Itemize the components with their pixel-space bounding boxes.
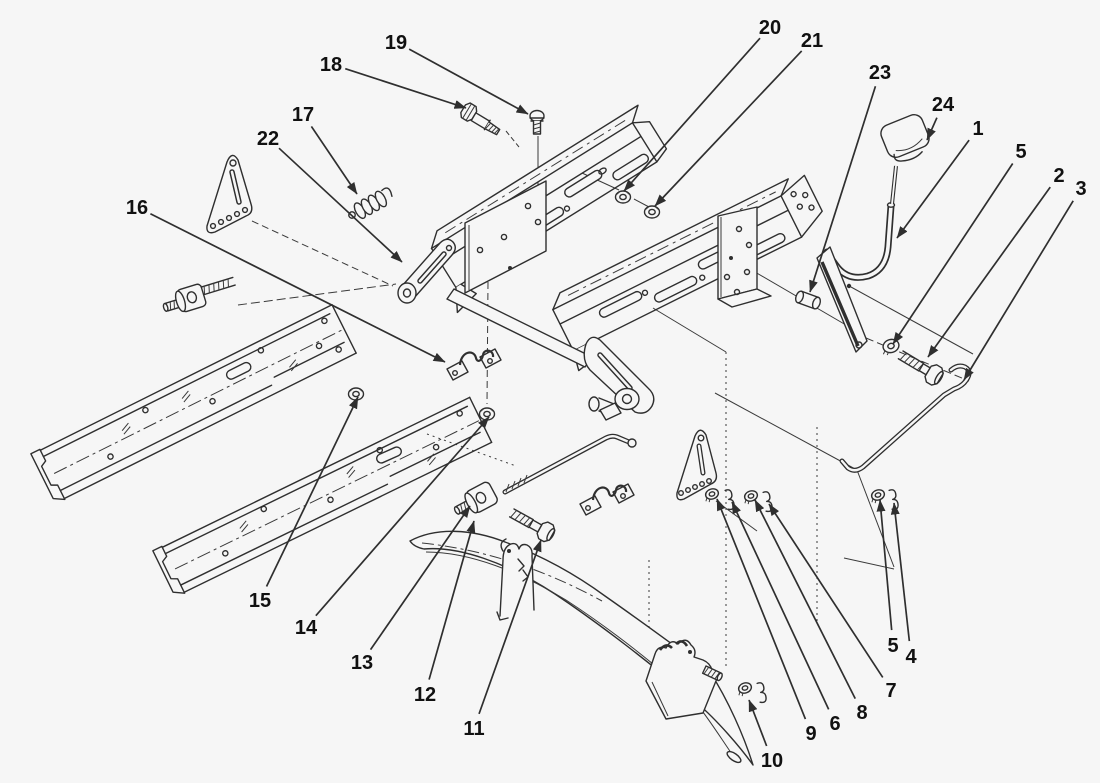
callout-number-24-knob: 24 [932, 94, 955, 116]
callout-number-10-flange-washer: 10 [761, 750, 783, 772]
callout-leader-11 [478, 539, 542, 715]
hex-nut-21 [643, 205, 661, 219]
hairpin-4 [887, 488, 900, 511]
callout-leader-19 [408, 48, 529, 115]
rod-clamp-16 [446, 348, 502, 381]
callout-leader-3 [963, 200, 1074, 381]
callout-leader-12 [428, 520, 476, 680]
callout-leader-24 [926, 117, 938, 141]
callout-number-1-lever-rod: 1 [972, 118, 983, 140]
callout-number-18-shoulder-bolt: 18 [320, 54, 342, 76]
callout-leader-16 [150, 212, 446, 363]
callout-leader-23 [809, 86, 877, 293]
callout-number-7-hairpin-clip: 7 [885, 680, 896, 702]
callout-number-20-hex-nut: 20 [759, 17, 781, 39]
callout-leader-5 [876, 499, 893, 631]
callout-number-2-hex-bolt: 2 [1053, 165, 1064, 187]
callout-leader-7 [768, 503, 884, 678]
spring [348, 187, 393, 220]
callout-leader-9 [716, 498, 807, 720]
callout-leader-18 [344, 67, 467, 109]
callout-leader-2 [927, 186, 1051, 358]
anchor-plate-left [464, 180, 547, 294]
callout-number-9-flange-washer: 9 [805, 723, 816, 745]
rod-clamp-14 [579, 483, 635, 516]
sector-bracket-upper [206, 154, 253, 234]
callout-number-15-flange-nut: 15 [249, 590, 271, 612]
callout-leader-14 [315, 416, 490, 617]
kidney-slot [376, 446, 402, 464]
shift-lever [816, 114, 930, 353]
sector-bracket-lower [676, 429, 718, 501]
callout-number-12-trunnion: 12 [414, 684, 436, 706]
callout-number-5-flange-washer: 5 [1015, 141, 1026, 163]
callout-number-6-hairpin-clip: 6 [829, 713, 840, 735]
callout-leader-20 [623, 37, 761, 192]
spacer-bushing [794, 290, 822, 310]
support-channel-left [430, 104, 668, 314]
washer-5b [868, 487, 887, 505]
rod-trunnion-upper [162, 276, 236, 313]
flange-washer-5 [882, 338, 900, 356]
callout-leader-17 [310, 125, 358, 195]
screw [529, 109, 545, 135]
callout-number-5-flange-washer: 5 [887, 635, 898, 657]
callout-number-21-hex-nut: 21 [801, 30, 823, 52]
hairpin-10b [755, 681, 768, 704]
seat-latch-bracket [496, 538, 535, 621]
callout-leader-6 [731, 501, 830, 710]
shoulder-bolt [460, 102, 501, 136]
callout-leader-10 [748, 699, 768, 747]
callout-leader-5 [892, 163, 1014, 345]
callout-number-11-hex-bolt: 11 [463, 718, 484, 740]
callout-number-14-flange-nut: 14 [295, 617, 318, 639]
callout-leader-22 [278, 147, 403, 263]
hex-bolt-2 [897, 350, 944, 386]
callout-leader-1 [896, 139, 970, 239]
seat-rail-lower [152, 396, 493, 594]
seat-pan [409, 530, 754, 766]
pivot-bracket-right [717, 206, 772, 308]
knob [880, 114, 930, 162]
callout-leader-13 [369, 505, 471, 651]
control-rod-assembly [453, 433, 637, 515]
callout-number-3-bent-rod: 3 [1075, 178, 1086, 200]
hex-nut-20 [614, 190, 632, 204]
callout-leader-4 [890, 502, 911, 642]
callout-number-22-pivot-arm-weldment: 22 [257, 128, 279, 150]
hex-bolt-11 [508, 508, 556, 543]
callout-leader-15 [265, 396, 359, 587]
pivot-shaft-weldment [397, 238, 655, 421]
callout-number-23-spacer-bushing: 23 [869, 62, 891, 84]
bent-rod [839, 363, 972, 473]
callout-number-17-spring: 17 [292, 104, 314, 126]
seat-rail-upper [30, 304, 357, 501]
callout-number-8-flange-washer: 8 [856, 702, 867, 724]
callout-number-19-screw: 19 [385, 32, 407, 54]
callout-number-4-hairpin-clip: 4 [905, 646, 917, 668]
pan-mount-bracket [645, 639, 723, 720]
flange-nut-15 [347, 387, 365, 401]
callout-number-13-control-rod: 13 [351, 652, 373, 674]
callout-leader-8 [754, 499, 857, 699]
callout-leader-21 [654, 50, 803, 207]
washer-10 [735, 680, 754, 698]
callout-number-16-rod-clamp: 16 [126, 197, 148, 219]
